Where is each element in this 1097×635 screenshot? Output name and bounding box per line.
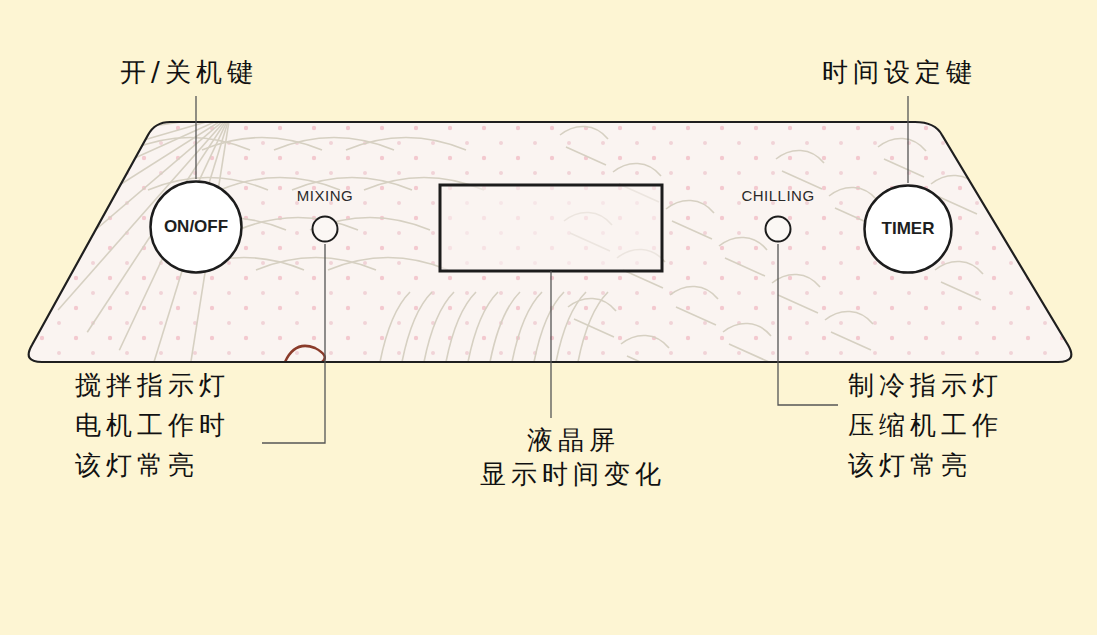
sketch-stroke <box>446 292 476 362</box>
callout-label: 搅拌指示灯 电机工作时 该灯常亮 <box>75 365 265 485</box>
dot-texture <box>0 100 1097 380</box>
node-outline <box>311 215 339 243</box>
leader-line <box>550 271 551 418</box>
sketch-stroke <box>424 292 454 362</box>
button-label: ON/OFF <box>149 180 243 274</box>
sketch-stroke <box>935 261 983 300</box>
sketch-stroke <box>238 218 358 231</box>
sketch-stroke <box>534 292 564 362</box>
sketch-stroke <box>776 150 824 189</box>
panel-texture <box>0 0 1097 380</box>
sketch-stroke <box>825 311 873 350</box>
sketch-stroke <box>772 274 820 313</box>
indicator-label: CHILLING <box>741 187 814 204</box>
sketch-stroke <box>202 138 322 151</box>
sketch-stroke <box>402 292 432 362</box>
sketch-stroke <box>666 200 714 239</box>
callout-label: 开/关机键 <box>120 52 320 92</box>
node-outline <box>764 215 792 243</box>
sketch-stroke <box>512 292 542 362</box>
sketch-stroke <box>560 126 608 165</box>
leader-line <box>195 96 196 179</box>
sketch-stroke <box>346 138 466 151</box>
leader-lines <box>196 96 908 443</box>
lcd-screen <box>440 185 662 271</box>
callout-label: 制冷指示灯 压缩机工作 该灯常亮 <box>848 365 1048 485</box>
sketch-stroke <box>380 292 410 362</box>
sketch-squiggle <box>285 346 325 362</box>
light-circle <box>766 217 791 242</box>
sketch-stroke <box>468 292 498 362</box>
button-label: TIMER <box>863 184 953 274</box>
sketch-stroke <box>490 292 520 362</box>
sketch-stroke <box>578 292 608 362</box>
sketch-stroke <box>723 323 771 362</box>
callout-label: 液晶屏 显示时间变化 <box>457 423 689 491</box>
control-button: ON/OFF <box>149 180 243 274</box>
panel-outline <box>29 122 1072 362</box>
sketch-stroke <box>256 258 376 271</box>
sketch-stroke <box>719 237 767 276</box>
leader-line <box>262 244 325 443</box>
callout-label: 时间设定键 <box>822 52 1022 92</box>
leader-line <box>778 244 838 405</box>
sketch-stroke <box>130 138 250 151</box>
leader-line <box>907 96 908 183</box>
light-circle <box>313 217 338 242</box>
sketch-stroke <box>670 286 718 325</box>
sketch-stroke <box>274 138 394 151</box>
sketch-stroke <box>328 258 448 271</box>
sketch-stroke <box>878 138 926 177</box>
indicator-light: CHILLING <box>764 215 792 243</box>
indicator-light: MIXING <box>311 215 339 243</box>
sketch-stroke <box>556 292 586 362</box>
sketch-stroke <box>621 335 669 374</box>
control-button: TIMER <box>863 184 953 274</box>
sketch-texture <box>0 0 983 374</box>
indicator-label: MIXING <box>297 187 353 204</box>
